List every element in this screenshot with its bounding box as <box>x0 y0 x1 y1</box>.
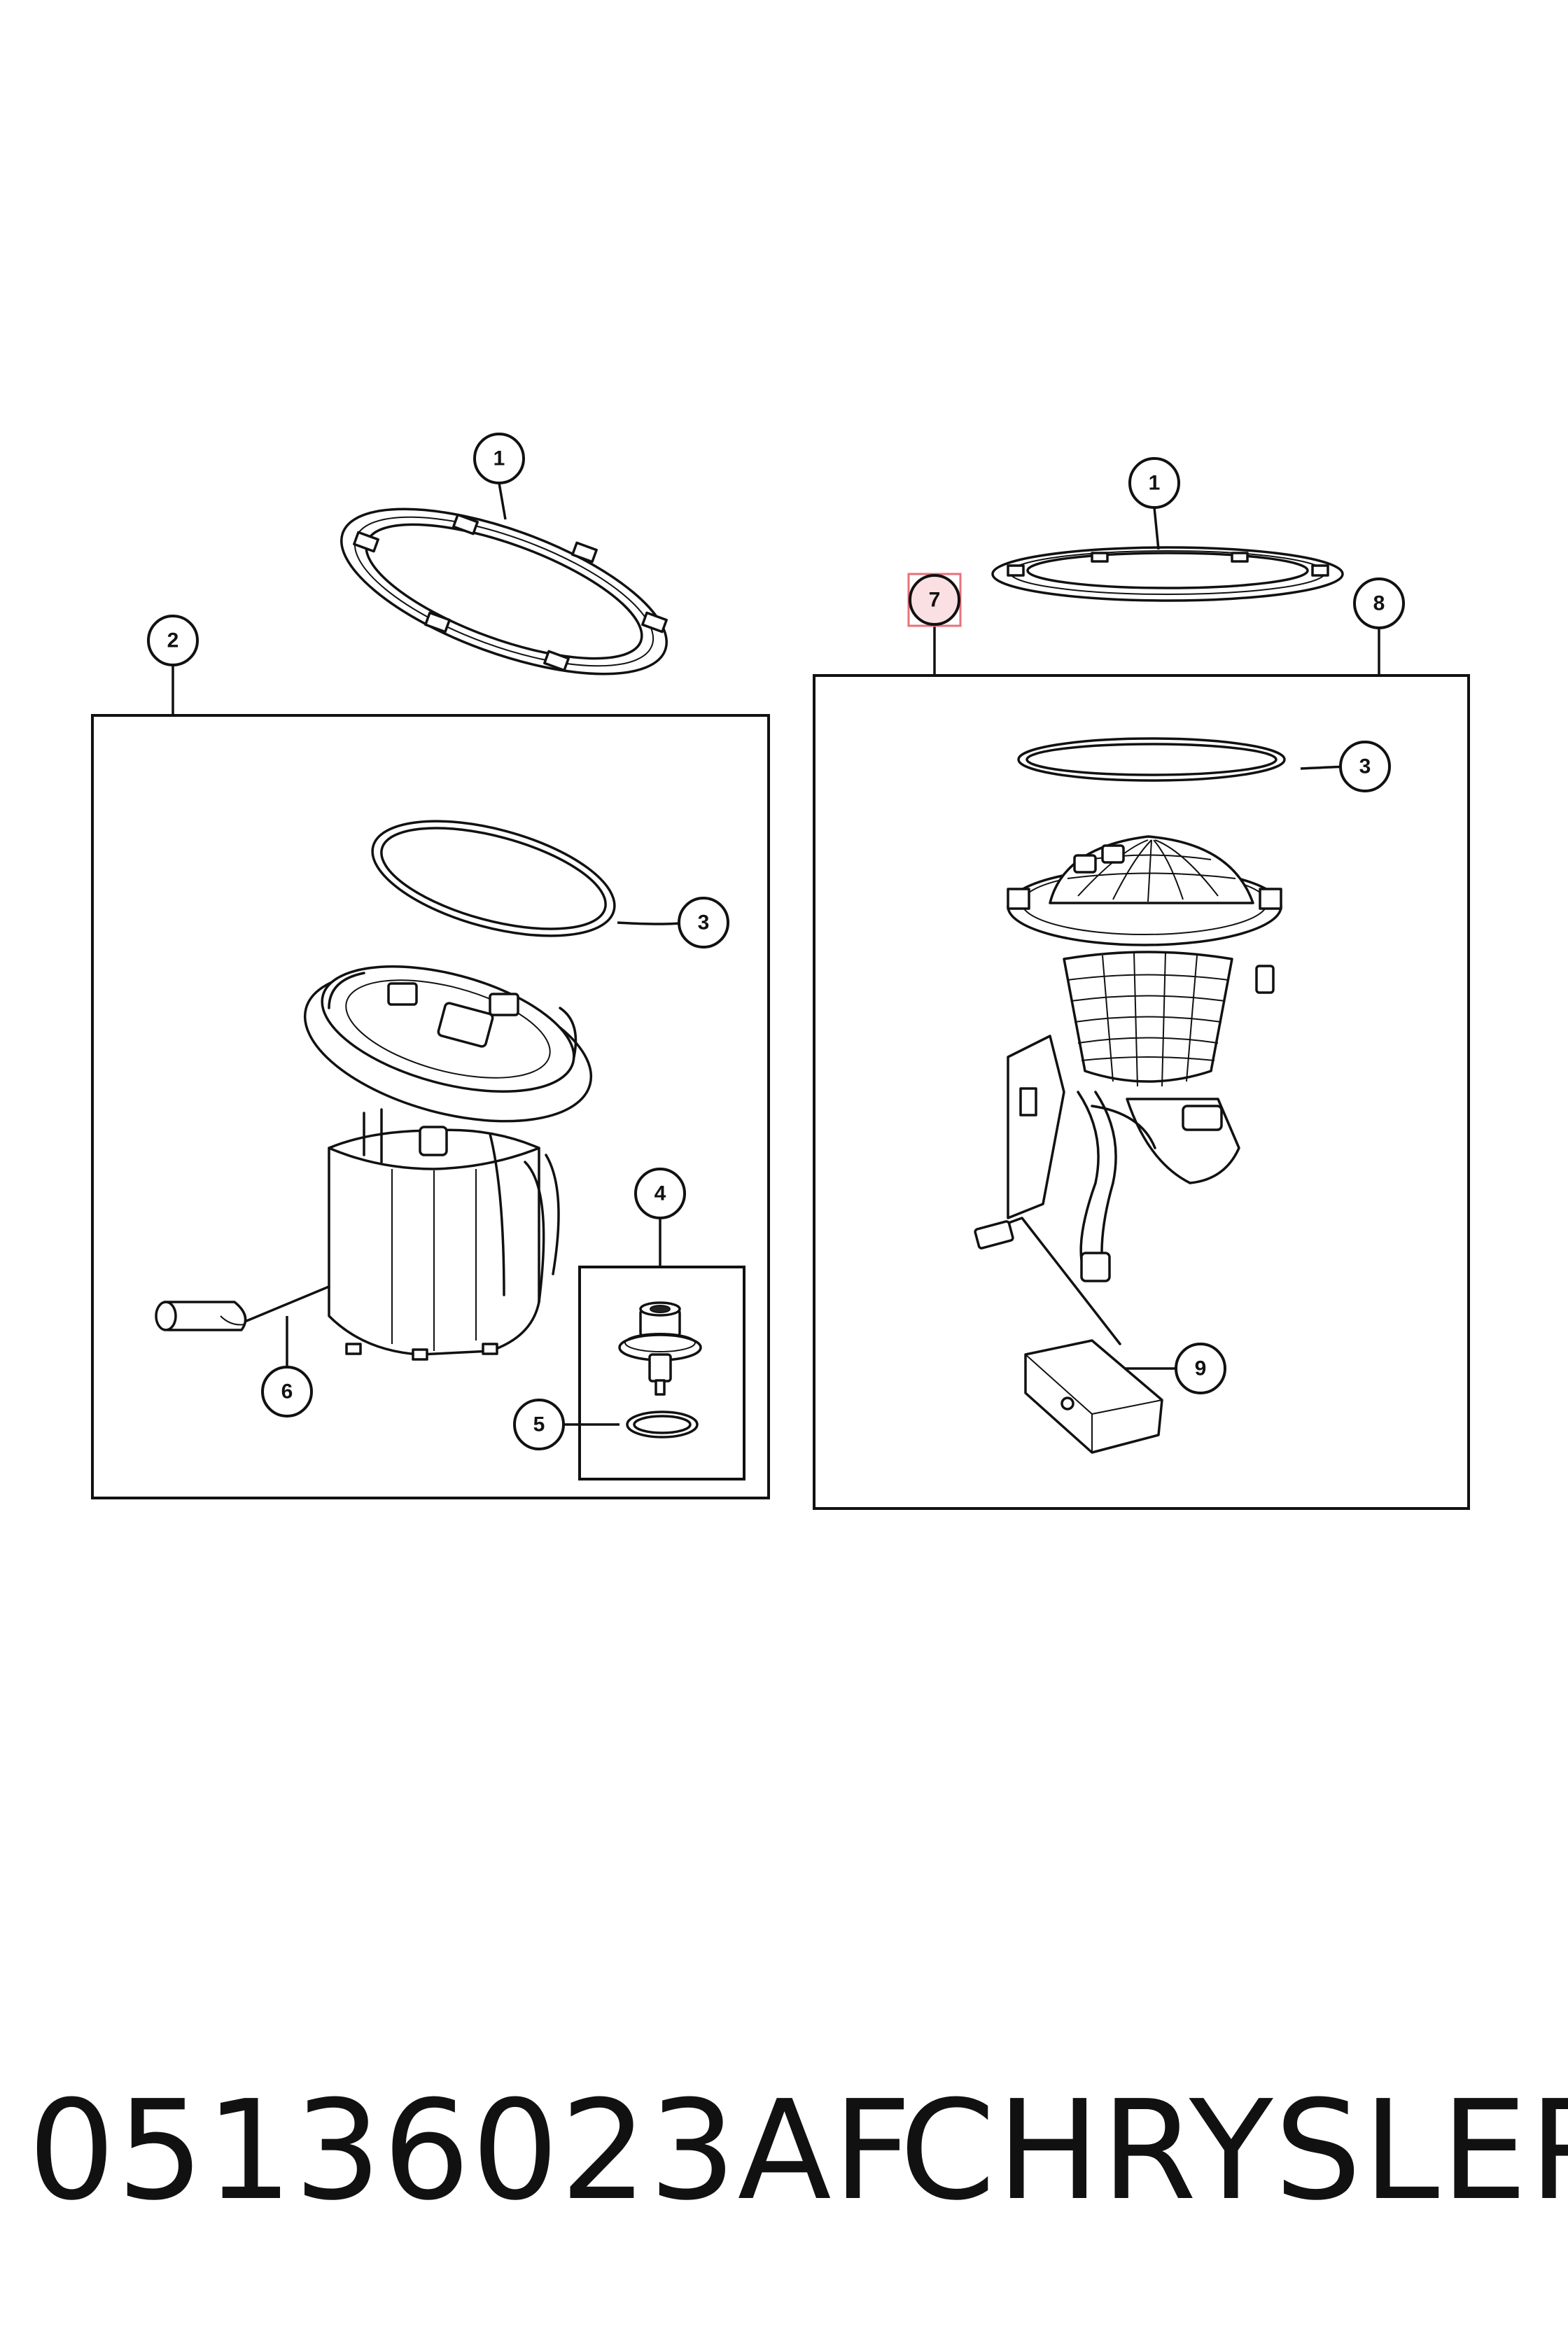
callout-6-label: 6 <box>281 1380 293 1404</box>
left-assembly-frame <box>91 714 770 1499</box>
callout-7-circle <box>909 574 960 626</box>
callout-8: 8 <box>1353 578 1405 629</box>
callout-1-left: 1 <box>473 433 525 484</box>
callout-1-right-label: 1 <box>1149 472 1161 495</box>
callout-1-left-label: 1 <box>493 447 505 470</box>
regulator-inset-frame <box>578 1266 746 1480</box>
callout-3-left: 3 <box>678 897 729 948</box>
right-assembly-frame <box>813 674 1470 1510</box>
callout-9-label: 9 <box>1195 1357 1207 1380</box>
callout-1-right: 1 <box>1128 457 1180 509</box>
fuel-pump-module-right <box>974 835 1282 1345</box>
callout-6: 6 <box>261 1366 313 1418</box>
callout-8-label: 8 <box>1373 592 1385 615</box>
leader-lines <box>172 482 1380 1426</box>
fuel-level-float-right <box>1024 1339 1163 1454</box>
callout-3-left-label: 3 <box>698 911 710 934</box>
callout-3-right-label: 3 <box>1359 755 1371 778</box>
callout-5-label: 5 <box>533 1413 545 1436</box>
brand-caption: CHRYSLER <box>899 2071 1568 2231</box>
fuel-pump-module-left <box>303 965 593 1361</box>
o-ring <box>626 1410 699 1438</box>
callout-9: 9 <box>1175 1343 1226 1394</box>
callout-4: 4 <box>634 1168 686 1219</box>
fuel-level-float-left <box>155 1285 330 1331</box>
callout-3-right: 3 <box>1339 741 1391 792</box>
pressure-regulator <box>618 1301 702 1396</box>
part-number-caption: 05136023AF <box>28 2071 913 2231</box>
callout-4-label: 4 <box>654 1182 666 1205</box>
lock-ring-right <box>991 546 1344 602</box>
callout-5: 5 <box>513 1399 565 1450</box>
callout-2: 2 <box>147 615 199 666</box>
seal-right <box>1017 737 1286 782</box>
lock-ring-left <box>340 507 668 676</box>
seal-left <box>371 820 616 937</box>
callout-7-label: 7 <box>929 589 941 612</box>
callout-7-highlighted: 7 <box>907 573 962 627</box>
callout-2-label: 2 <box>167 629 179 652</box>
